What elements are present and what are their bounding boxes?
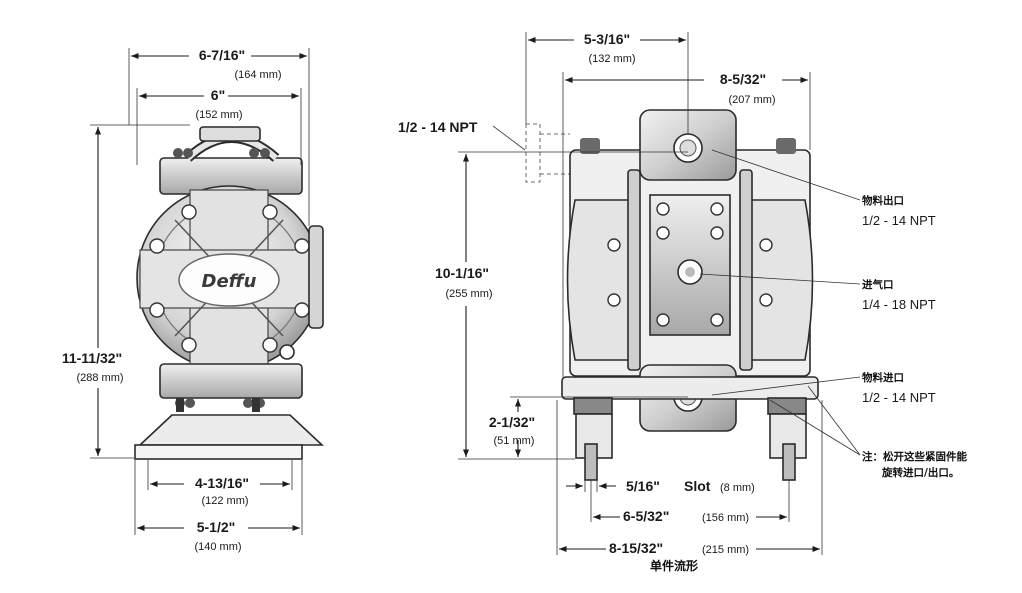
offset-width-dimension: 5-3/16" xyxy=(584,31,630,47)
foot-width-metric: (140 mm) xyxy=(194,541,241,553)
port-width-metric: (152 mm) xyxy=(195,109,242,121)
slot-dimension: 5/16" xyxy=(626,478,660,494)
inlet-height-dimension: 2-1/32" xyxy=(489,414,535,430)
side-width-dimension: 8-5/32" xyxy=(720,71,766,87)
slot-metric: (8 mm) xyxy=(720,482,755,494)
front-width-metric: (164 mm) xyxy=(234,69,281,81)
note-line-1: 注：松开这些紧固件能 xyxy=(862,450,967,463)
inlet-callout-title: 物料进口 xyxy=(862,371,904,384)
note-line-2: 旋转进口/出口。 xyxy=(881,466,959,479)
inlet-height-metric: (51 mm) xyxy=(494,435,535,447)
base-length-dimension: 8-15/32" xyxy=(609,540,663,556)
manifold-caption: 单件流形 xyxy=(650,558,698,573)
inlet-callout-spec: 1/2 - 14 NPT xyxy=(862,390,936,405)
callouts: 物料出口 1/2 - 14 NPT 进气口 1/4 - 18 NPT 物料进口 … xyxy=(699,149,967,479)
outlet-height-metric: (255 mm) xyxy=(445,288,492,300)
side-width-metric: (207 mm) xyxy=(728,94,775,106)
offset-width-metric: (132 mm) xyxy=(588,53,635,65)
foot-width-dimension: 5-1/2" xyxy=(197,519,236,535)
front-view-pump: Deffu xyxy=(134,126,325,460)
base-width-metric: (122 mm) xyxy=(201,495,248,507)
front-height-dimension: 11-11/32" xyxy=(62,350,122,366)
front-width-dimension: 6-7/16" xyxy=(199,47,245,63)
mount-spacing-dimension: 6-5/32" xyxy=(623,508,669,524)
side-view-pump xyxy=(525,109,819,481)
air-inlet-callout-spec: 1/4 - 18 NPT xyxy=(862,297,936,312)
base-length-metric: (215 mm) xyxy=(702,544,749,556)
slot-word: Slot xyxy=(684,478,711,494)
port-width-dimension: 6" xyxy=(211,87,225,103)
brand-logo: Deffu xyxy=(202,271,257,292)
outlet-height-dimension: 10-1/16" xyxy=(435,265,489,281)
base-width-dimension: 4-13/16" xyxy=(195,475,249,491)
side-view-dimensions: 5-3/16" (132 mm) 8-5/32" (207 mm) 1/2 - … xyxy=(398,30,823,573)
outlet-callout-title: 物料出口 xyxy=(862,194,904,207)
air-inlet-callout-title: 进气口 xyxy=(862,278,894,291)
mount-spacing-metric: (156 mm) xyxy=(702,512,749,524)
front-view-dimensions: 6-7/16" (164 mm) 6" (152 mm) 11-11/32" (… xyxy=(62,46,310,553)
outlet-callout-spec: 1/2 - 14 NPT xyxy=(862,213,936,228)
outlet-port-label: 1/2 - 14 NPT xyxy=(398,119,478,135)
front-height-metric: (288 mm) xyxy=(76,372,123,384)
